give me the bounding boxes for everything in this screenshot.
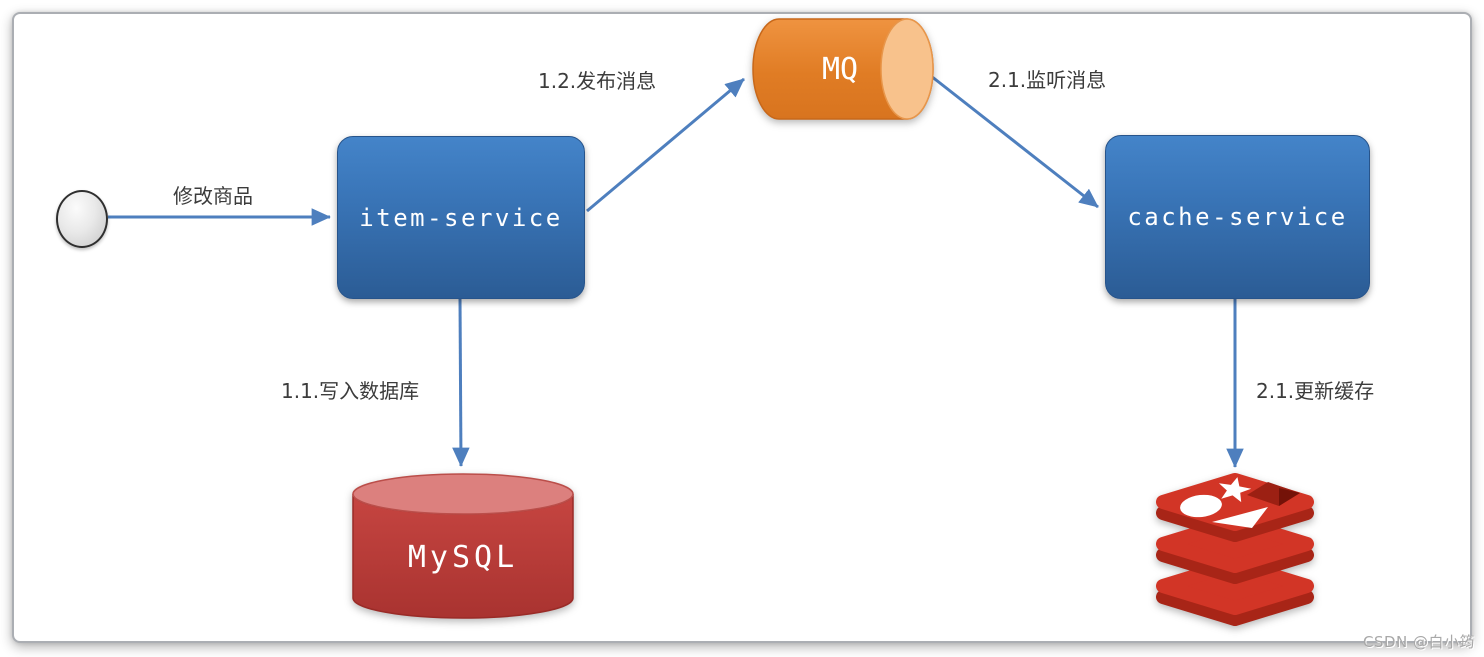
redis-logo-icon: [1156, 473, 1314, 626]
start-circle-icon: [56, 190, 108, 248]
node-item-service-label: item-service: [359, 203, 563, 232]
node-cache-service: cache-service: [1105, 135, 1370, 299]
edge-label-listen-message: 2.1.监听消息: [988, 68, 1107, 92]
node-cache-service-label: cache-service: [1127, 203, 1348, 231]
csdn-watermark: CSDN @白小筠: [1363, 633, 1476, 651]
mysql-cylinder-icon: [352, 473, 574, 619]
node-item-service: item-service: [337, 136, 585, 299]
edge-label-update-cache: 2.1.更新缓存: [1256, 379, 1375, 403]
mq-cylinder-icon: [752, 18, 934, 120]
edge-label-publish-message: 1.2.发布消息: [538, 69, 657, 93]
edge-label-modify-product: 修改商品: [173, 184, 253, 208]
edge-label-write-database: 1.1.写入数据库: [281, 379, 420, 403]
